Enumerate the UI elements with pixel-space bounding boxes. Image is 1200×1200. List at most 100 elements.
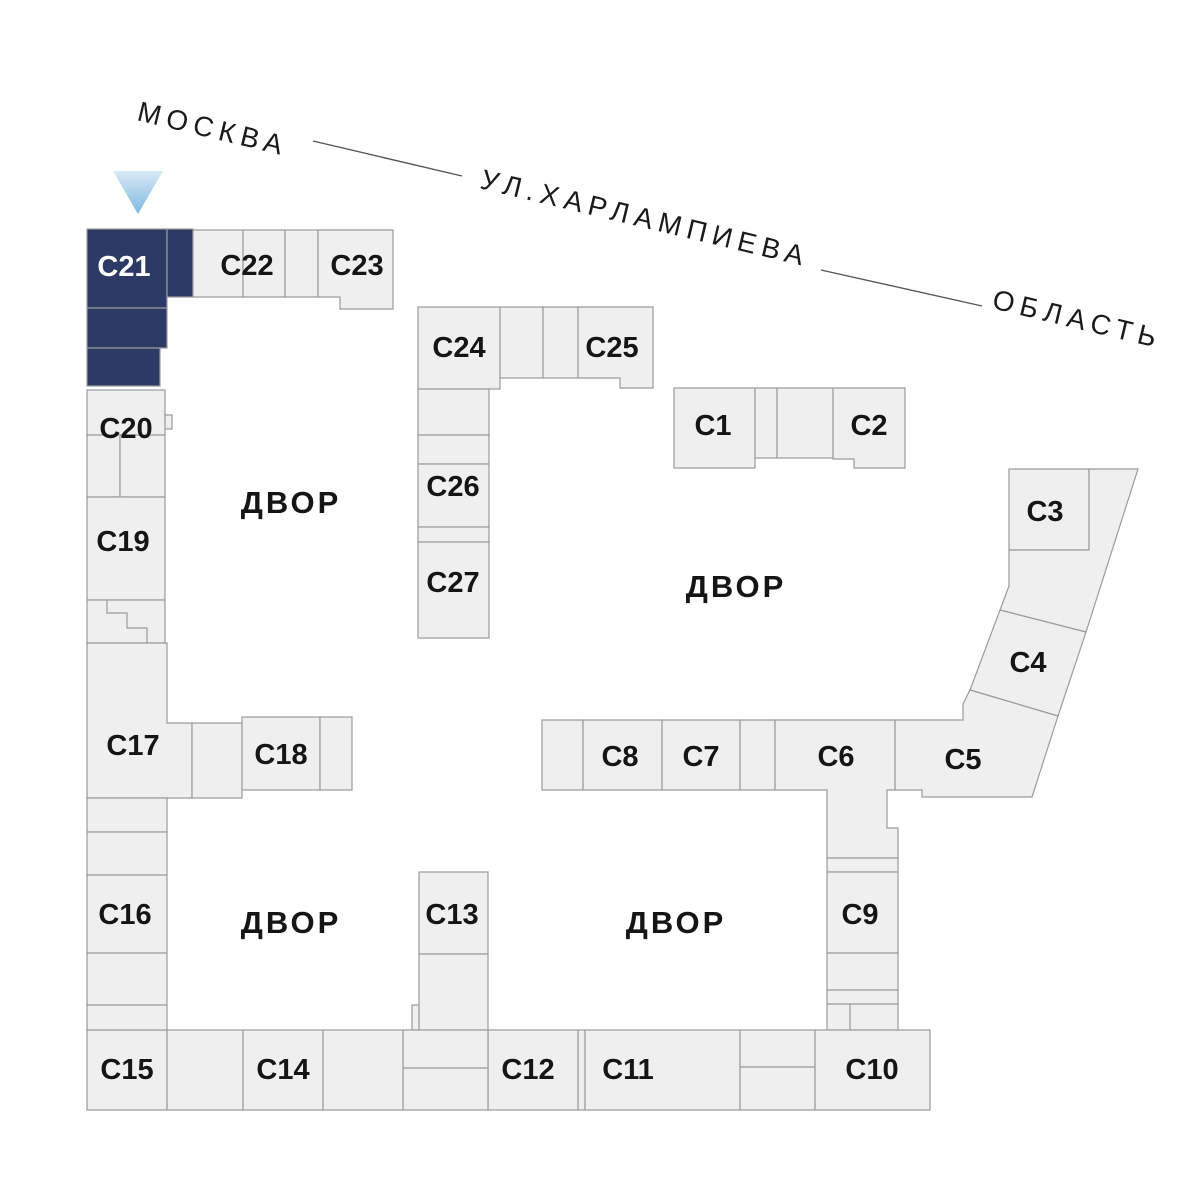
building-segment[interactable]	[322, 1029, 404, 1111]
building-segment[interactable]	[402, 1067, 489, 1111]
building-c16-label: С16	[98, 899, 151, 931]
building-segment[interactable]	[826, 989, 899, 1005]
building-segment[interactable]	[191, 722, 243, 799]
building-c15-block[interactable]	[86, 1029, 168, 1111]
building-c3[interactable]: С3	[999, 468, 1139, 633]
building-segment[interactable]	[739, 1029, 816, 1068]
building-c6-label: С6	[817, 741, 854, 773]
building-c23-block[interactable]	[317, 229, 394, 310]
courtyard-label: ДВОР	[241, 905, 342, 940]
building-c20-label: С20	[99, 413, 152, 445]
building-c6-block[interactable]	[774, 719, 899, 859]
building-segment[interactable]	[86, 831, 168, 876]
building-c5-block[interactable]	[894, 689, 1059, 798]
building-segment[interactable]	[417, 434, 490, 465]
courtyard-label: ДВОР	[626, 905, 727, 940]
building-c10[interactable]: С10	[739, 1029, 931, 1111]
building-c24-block[interactable]	[417, 306, 501, 390]
building-c18[interactable]: С18	[241, 716, 353, 791]
building-c25-block[interactable]	[577, 306, 654, 389]
building-c4[interactable]: С4	[969, 609, 1087, 717]
building-segment[interactable]	[739, 719, 776, 791]
building-c19-block[interactable]	[86, 496, 166, 601]
building-c21-block[interactable]	[86, 228, 168, 309]
building-c26[interactable]: С26	[417, 388, 490, 528]
building-segment[interactable]	[284, 229, 319, 298]
building-c27[interactable]: С27	[417, 526, 490, 639]
building-segment[interactable]	[776, 387, 834, 459]
building-segment[interactable]	[411, 1004, 420, 1031]
building-segment[interactable]	[86, 952, 168, 1006]
building-segment[interactable]	[542, 306, 579, 379]
building-c10-block[interactable]	[814, 1029, 931, 1111]
building-c9-block[interactable]	[826, 871, 899, 954]
building-segment[interactable]	[86, 434, 121, 498]
building-c11-label: С11	[602, 1054, 654, 1086]
building-c19[interactable]: С19	[86, 496, 166, 644]
building-c27-block[interactable]	[417, 541, 490, 639]
building-c17-block[interactable]	[86, 642, 193, 799]
building-segment[interactable]	[826, 1003, 899, 1031]
building-c21-part[interactable]	[86, 347, 161, 387]
building-c14-block[interactable]	[242, 1029, 324, 1111]
building-segment[interactable]	[739, 1066, 816, 1111]
building-c7[interactable]: С7	[661, 719, 776, 791]
building-c15-label: С15	[100, 1054, 153, 1086]
building-segment[interactable]	[417, 526, 490, 543]
building-c21-part[interactable]	[86, 307, 168, 349]
building-c20-block[interactable]	[86, 389, 166, 436]
building-c7-label: С7	[682, 741, 719, 773]
building-c13[interactable]: С13	[402, 871, 489, 1111]
building-c8[interactable]: С8	[541, 719, 663, 791]
building-c14-label: С14	[256, 1054, 309, 1086]
building-c24[interactable]: С24	[417, 306, 579, 390]
building-c25[interactable]: С25	[577, 306, 654, 389]
building-c15[interactable]: С15	[86, 1029, 244, 1111]
building-c2[interactable]: С2	[832, 387, 906, 469]
building-segment[interactable]	[499, 306, 544, 379]
building-c1[interactable]: С1	[673, 387, 834, 469]
building-c9[interactable]: С9	[826, 857, 899, 1031]
building-c27-label: С27	[426, 567, 479, 599]
building-segment[interactable]	[402, 1029, 489, 1069]
building-c11[interactable]: С11	[577, 1029, 741, 1111]
building-c11-block[interactable]	[584, 1029, 741, 1111]
building-c6[interactable]: С6	[774, 719, 899, 859]
building-segment[interactable]	[86, 599, 166, 644]
building-segment[interactable]	[86, 797, 168, 833]
building-c23[interactable]: С23	[317, 229, 394, 310]
courtyard-label: ДВОР	[241, 485, 342, 520]
building-segment[interactable]	[417, 388, 490, 436]
building-c16[interactable]: С16	[86, 797, 168, 1031]
building-c26-label: С26	[426, 471, 479, 503]
building-c17[interactable]: С17	[86, 642, 243, 799]
building-segment[interactable]	[192, 229, 244, 298]
building-c21[interactable]: С21	[86, 228, 194, 387]
building-segment[interactable]	[999, 468, 1139, 633]
building-segment[interactable]	[319, 716, 353, 791]
building-segment[interactable]	[86, 1004, 168, 1031]
building-c5[interactable]: С5	[894, 689, 1059, 798]
building-c21-part[interactable]	[166, 228, 194, 298]
building-segment[interactable]	[754, 387, 778, 459]
building-segment[interactable]	[577, 1029, 586, 1111]
street-connector-line	[312, 140, 463, 177]
building-c14[interactable]: С14	[242, 1029, 404, 1111]
building-segment[interactable]	[826, 857, 899, 873]
building-c22[interactable]: С22	[192, 229, 319, 298]
building-c13-block[interactable]	[418, 871, 489, 955]
building-c12[interactable]: С12	[487, 1029, 579, 1111]
building-c18-block[interactable]	[241, 716, 321, 791]
building-segment[interactable]	[166, 1029, 244, 1111]
building-segment[interactable]	[541, 719, 584, 791]
building-c3-block[interactable]	[1008, 468, 1090, 551]
building-c8-label: С8	[601, 741, 638, 773]
building-c2-block[interactable]	[832, 387, 906, 469]
building-segment[interactable]	[826, 952, 899, 991]
building-c16-block[interactable]	[86, 874, 168, 954]
building-segment[interactable]	[418, 953, 489, 1031]
building-segment[interactable]	[164, 414, 173, 430]
building-segment[interactable]	[119, 434, 166, 498]
building-c20[interactable]: С20	[86, 389, 173, 498]
